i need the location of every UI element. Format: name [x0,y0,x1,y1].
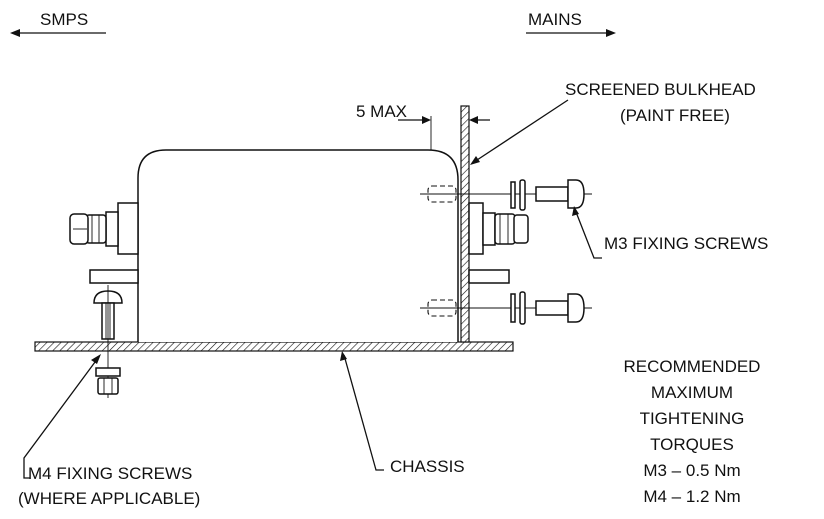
m4-screw [93,285,123,398]
bulkhead-label-line2: (PAINT FREE) [620,106,730,125]
mains-arrow [526,29,616,37]
five-max-label: 5 MAX [356,102,407,121]
m4-label-line2: (WHERE APPLICABLE) [18,489,200,508]
left-mounting-lug [89,269,139,284]
chassis-leader-arrow [340,351,347,361]
torque-m4-value: M4 – 1.2 Nm [643,487,740,506]
smps-arrow [10,29,106,37]
m4-label-line1: M4 FIXING SCREWS [28,464,192,483]
five-max-dimension [398,116,490,150]
m3-screw-upper [420,179,592,211]
left-terminal [69,202,139,255]
bulkhead-label-line1: SCREENED BULKHEAD [565,80,756,99]
torque-line-recommended: RECOMMENDED [624,357,761,376]
torque-line-maximum: MAXIMUM [651,383,733,402]
right-mounting-lug [468,269,510,284]
smps-label: SMPS [40,10,88,29]
torque-m3-value: M3 – 0.5 Nm [643,461,740,480]
chassis-plate [34,341,514,352]
torque-line-torques: TORQUES [650,435,734,454]
filter-body [137,149,459,342]
m4-leader-arrow [91,354,101,364]
chassis-label: CHASSIS [390,457,465,476]
m3-screws-label: M3 FIXING SCREWS [604,234,768,253]
right-terminal [468,202,529,255]
m3-screw-lower [420,291,592,325]
screened-bulkhead [460,105,470,343]
m4-leader [23,357,99,479]
m3-leader [575,211,602,259]
mains-label: MAINS [528,10,582,29]
m3-leader-arrow [572,206,579,216]
chassis-leader [343,354,384,471]
bulkhead-leader-arrow [470,156,480,165]
bulkhead-leader [473,99,569,163]
torque-notes: RECOMMENDED MAXIMUM TIGHTENING TORQUES M… [624,357,761,506]
torque-line-tightening: TIGHTENING [640,409,745,428]
